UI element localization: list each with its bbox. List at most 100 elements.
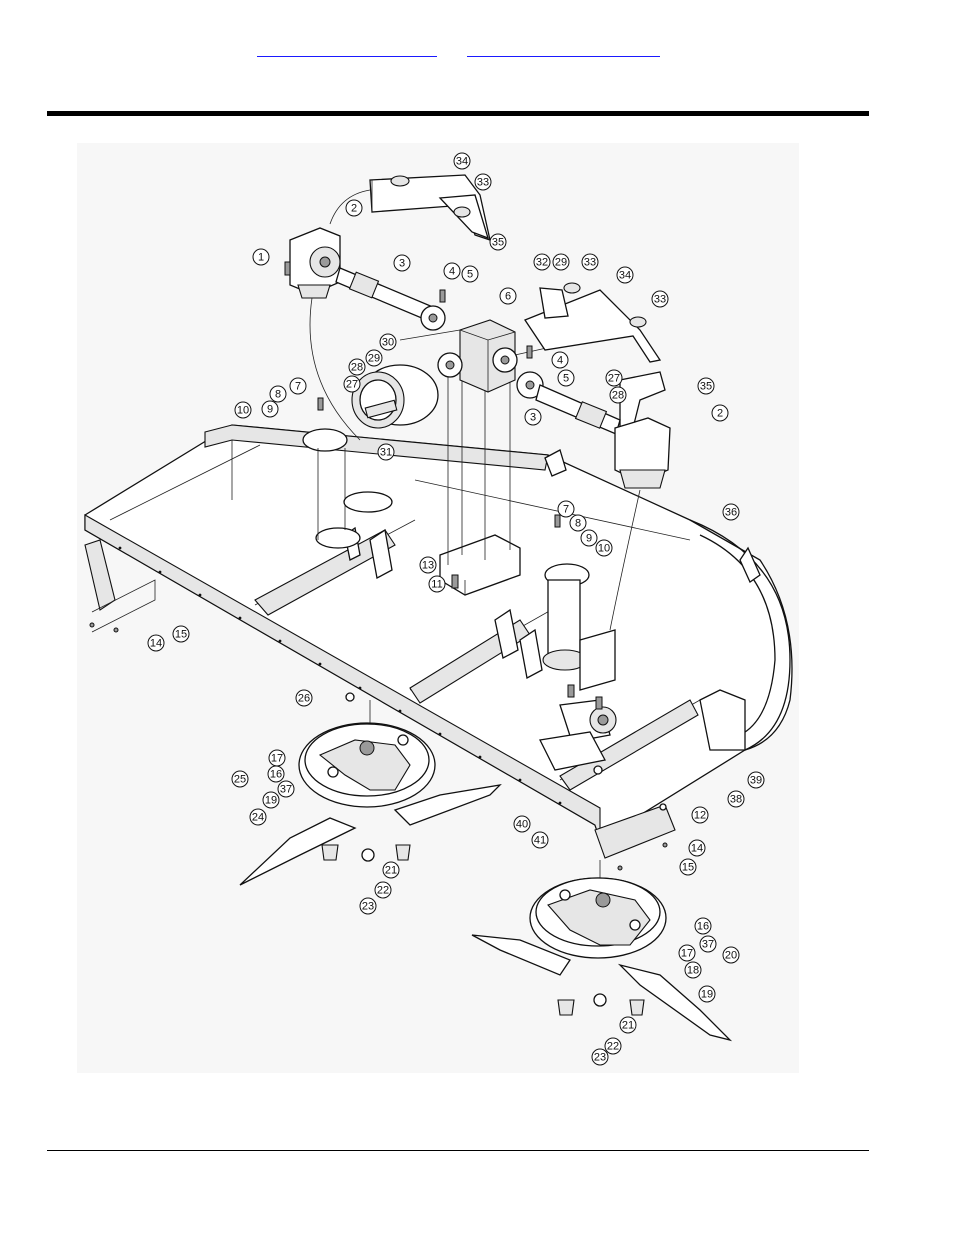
callout-number: 4 <box>557 355 563 367</box>
callout-number: 10 <box>598 543 610 555</box>
callout-number: 3 <box>530 412 536 424</box>
callout-19: 19 <box>263 792 279 808</box>
callout-number: 2 <box>717 408 723 420</box>
callout-17: 17 <box>679 945 695 961</box>
callout-23: 23 <box>360 898 376 914</box>
callout-22: 22 <box>375 882 391 898</box>
callout-36: 36 <box>723 504 739 520</box>
callout-number: 14 <box>691 843 703 855</box>
callout-number: 35 <box>492 237 504 249</box>
callout-9: 9 <box>262 401 278 417</box>
callout-40: 40 <box>514 816 530 832</box>
callout-5: 5 <box>558 370 574 386</box>
callout-10: 10 <box>235 402 251 418</box>
callout-20: 20 <box>723 947 739 963</box>
callout-number: 8 <box>275 389 281 401</box>
left-gearbox <box>290 228 360 440</box>
callout-18: 18 <box>685 962 701 978</box>
callout-number: 34 <box>456 156 468 168</box>
callout-34: 34 <box>454 153 470 169</box>
callout-number: 31 <box>380 447 392 459</box>
callout-number: 6 <box>505 291 511 303</box>
callout-17: 17 <box>269 750 285 766</box>
callout-29: 29 <box>553 254 569 270</box>
callout-27: 27 <box>606 370 622 386</box>
callout-4: 4 <box>552 352 568 368</box>
callout-number: 40 <box>516 819 528 831</box>
callout-number: 23 <box>362 901 374 913</box>
callout-4: 4 <box>444 263 460 279</box>
callout-35: 35 <box>698 378 714 394</box>
callout-38: 38 <box>728 791 744 807</box>
callout-32: 32 <box>534 254 550 270</box>
callout-number: 19 <box>265 795 277 807</box>
callout-2: 2 <box>346 200 362 216</box>
callout-number: 28 <box>612 390 624 402</box>
callout-37: 37 <box>700 936 716 952</box>
callout-number: 35 <box>700 381 712 393</box>
callout-16: 16 <box>268 766 284 782</box>
mower-deck <box>85 425 792 858</box>
callout-5: 5 <box>462 266 478 282</box>
callout-number: 17 <box>271 753 283 765</box>
callout-7: 7 <box>290 378 306 394</box>
callout-33: 33 <box>582 254 598 270</box>
callout-25: 25 <box>232 771 248 787</box>
callout-41: 41 <box>532 832 548 848</box>
callout-number: 24 <box>252 812 264 824</box>
callout-8: 8 <box>570 515 586 531</box>
callout-10: 10 <box>596 540 612 556</box>
callout-number: 21 <box>385 865 397 877</box>
callout-number: 30 <box>382 337 394 349</box>
footer-rule <box>47 1150 869 1151</box>
callout-number: 5 <box>467 269 473 281</box>
left-driveline <box>336 268 445 330</box>
callout-number: 8 <box>575 518 581 530</box>
callout-15: 15 <box>680 859 696 875</box>
callout-7: 7 <box>558 501 574 517</box>
callout-number: 27 <box>608 373 620 385</box>
callout-number: 4 <box>449 266 455 278</box>
callout-3: 3 <box>525 409 541 425</box>
callout-number: 23 <box>594 1052 606 1064</box>
callout-3: 3 <box>394 255 410 271</box>
callout-number: 11 <box>431 579 442 591</box>
callout-21: 21 <box>383 862 399 878</box>
callout-number: 13 <box>422 560 434 572</box>
callout-number: 37 <box>702 939 714 951</box>
callout-14: 14 <box>148 635 164 651</box>
callout-number: 15 <box>175 629 187 641</box>
callout-9: 9 <box>581 530 597 546</box>
callout-number: 20 <box>725 950 737 962</box>
callout-34: 34 <box>617 267 633 283</box>
callout-number: 25 <box>234 774 246 786</box>
callout-number: 34 <box>619 270 631 282</box>
callout-number: 36 <box>725 507 737 519</box>
callout-number: 33 <box>654 294 666 306</box>
callout-28: 28 <box>349 359 365 375</box>
callout-number: 3 <box>399 258 405 270</box>
callout-6: 6 <box>500 288 516 304</box>
callout-number: 5 <box>563 373 569 385</box>
callout-number: 10 <box>237 405 249 417</box>
callout-number: 14 <box>150 638 162 650</box>
callout-number: 18 <box>687 965 699 977</box>
callout-24: 24 <box>250 809 266 825</box>
callout-number: 29 <box>555 257 567 269</box>
callout-number: 7 <box>563 504 569 516</box>
callout-number: 22 <box>377 885 389 897</box>
callout-33: 33 <box>652 291 668 307</box>
callout-12: 12 <box>692 807 708 823</box>
callout-number: 12 <box>694 810 706 822</box>
callout-13: 13 <box>420 557 436 573</box>
callout-number: 41 <box>534 835 546 847</box>
callout-number: 15 <box>682 862 694 874</box>
callout-29: 29 <box>366 350 382 366</box>
callout-1: 1 <box>253 249 269 265</box>
callout-39: 39 <box>748 772 764 788</box>
callout-28: 28 <box>610 387 626 403</box>
callout-number: 16 <box>697 921 709 933</box>
callout-number: 38 <box>730 794 742 806</box>
callout-number: 9 <box>267 404 273 416</box>
callout-number: 32 <box>536 257 548 269</box>
